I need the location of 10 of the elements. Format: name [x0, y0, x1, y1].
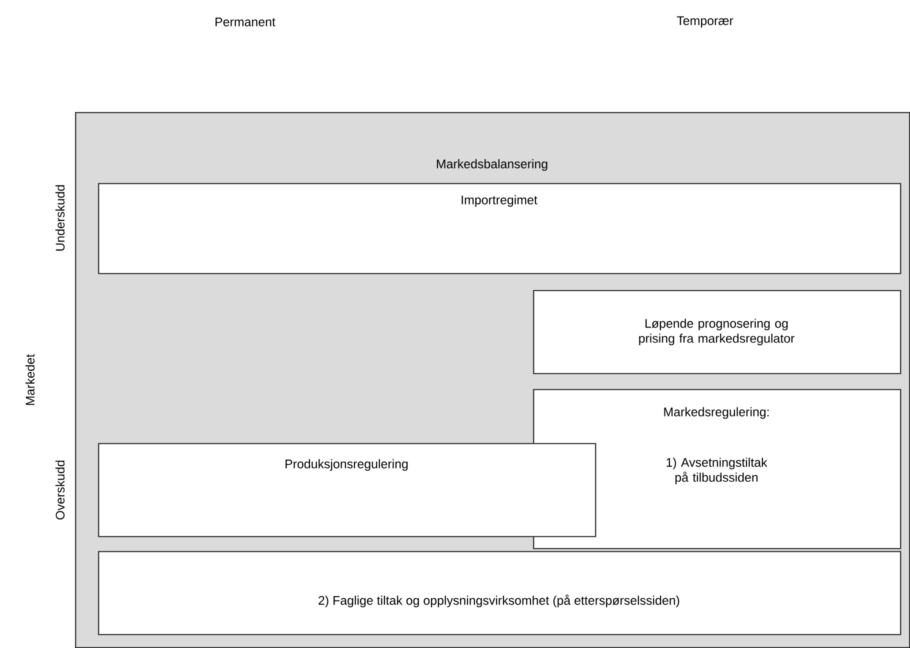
- text-box: Importregimet: [98, 182, 902, 274]
- row-label: Underskudd: [55, 185, 65, 251]
- text-box: 2) Faglige tiltak og opplysningsvirksomhet (på etterspørselssiden): [98, 550, 902, 636]
- column-heading: Temporær: [676, 16, 734, 28]
- text-box: Produksjonsregulering: [98, 442, 596, 538]
- row-label: Overskudd: [55, 460, 65, 520]
- text-box: Markedsregulering: 1) Avsetningstiltak på tilbudssiden: [533, 388, 902, 550]
- text-box: Løpende prognosering og prising fra markedsregulator: [533, 290, 902, 374]
- axis-label: Markedet: [25, 354, 35, 405]
- column-heading: Permanent: [216, 18, 276, 26]
